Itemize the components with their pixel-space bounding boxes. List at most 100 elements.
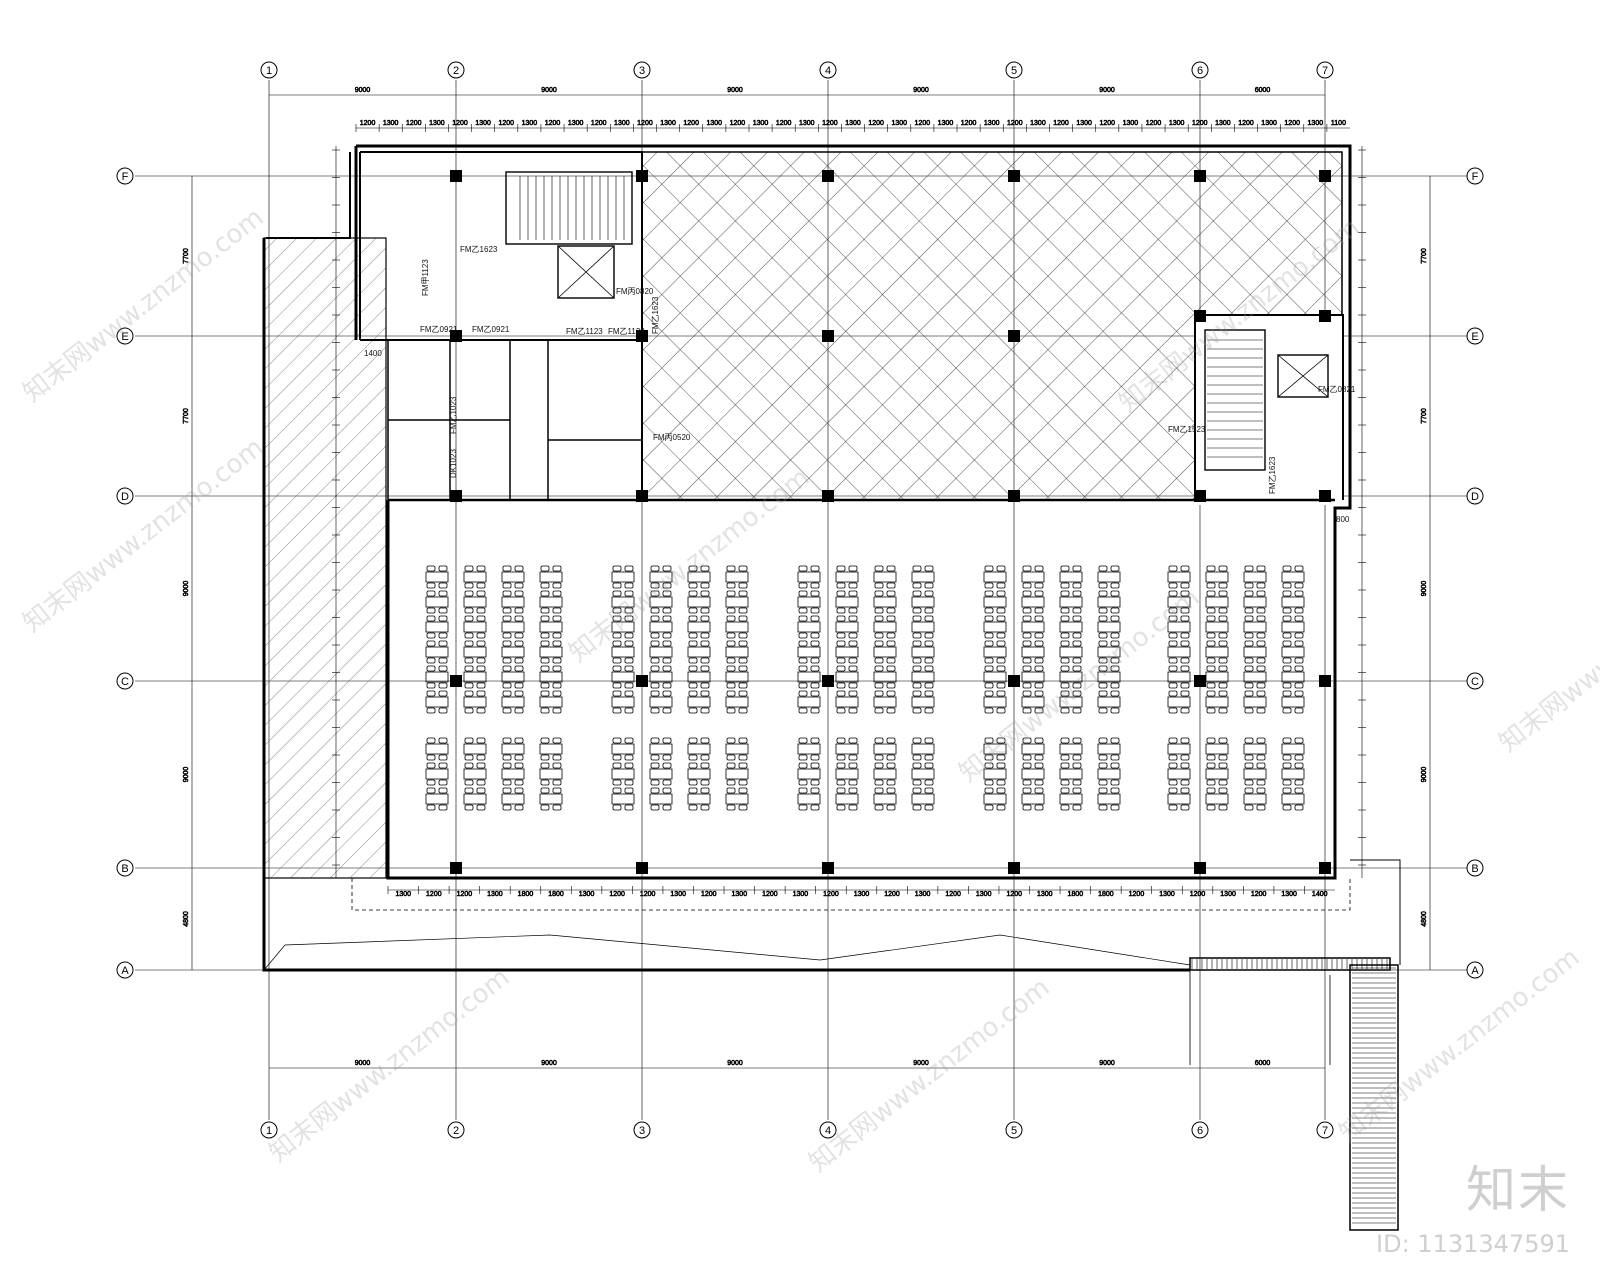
dimension-text: 9000 xyxy=(183,581,190,597)
dining-table-set xyxy=(649,615,673,639)
structural-column xyxy=(1194,170,1206,182)
dining-table-set xyxy=(1281,665,1305,689)
dining-table-set xyxy=(983,665,1007,689)
svg-text:2: 2 xyxy=(453,65,459,77)
dimension-text: 1200 xyxy=(822,120,838,127)
dining-table-set xyxy=(873,565,897,589)
dimension-text: 1300 xyxy=(984,120,1000,127)
dimension-text: 1200 xyxy=(452,120,468,127)
dimension-text: 1300 xyxy=(854,891,870,898)
grid-bubble: 2 xyxy=(447,1121,465,1139)
door-label: FM乙1623 xyxy=(1268,456,1277,494)
dining-table-set xyxy=(1167,615,1191,639)
dining-table-set xyxy=(1021,640,1045,664)
dining-table-set xyxy=(1281,590,1305,614)
dining-table-set xyxy=(611,762,635,786)
structural-column xyxy=(1194,310,1206,322)
dimension-text: 1300 xyxy=(487,891,503,898)
dining-table-set xyxy=(1205,787,1229,811)
dimension-text: 1300 xyxy=(1281,891,1297,898)
grid-bubble: 7 xyxy=(1316,1121,1334,1139)
dining-table-set xyxy=(983,737,1007,761)
dining-table-set xyxy=(1097,737,1121,761)
dining-table-set xyxy=(687,565,711,589)
dining-table-set xyxy=(725,590,749,614)
dimension-text: 9000 xyxy=(541,1060,557,1067)
dimension-text: 1300 xyxy=(1159,891,1175,898)
dining-table-set xyxy=(911,690,935,714)
dining-table-set xyxy=(835,565,859,589)
dining-table-set xyxy=(1281,737,1305,761)
dining-table-set xyxy=(1059,640,1083,664)
dining-table-set xyxy=(797,690,821,714)
kitchen-crosshatch-white-cut xyxy=(1195,315,1343,505)
dining-table-set xyxy=(835,787,859,811)
dining-table-set xyxy=(463,787,487,811)
dimension-text: 1300 xyxy=(1037,891,1053,898)
dining-table-set xyxy=(1097,590,1121,614)
dining-table-set xyxy=(501,590,525,614)
structural-column xyxy=(1319,170,1331,182)
dimension-text: 9000 xyxy=(913,87,929,94)
svg-text:F: F xyxy=(1472,171,1479,183)
dimension-text: 9000 xyxy=(355,1060,371,1067)
dining-table-set xyxy=(501,640,525,664)
dining-table-set xyxy=(983,762,1007,786)
dining-table-set xyxy=(1243,615,1267,639)
dining-table-set xyxy=(687,787,711,811)
dimension-text: 1300 xyxy=(395,891,411,898)
grid-bubble: 1 xyxy=(260,1121,278,1139)
dimension-text: 9000 xyxy=(1421,767,1428,783)
dining-table-set xyxy=(1059,565,1083,589)
dining-table-set xyxy=(687,665,711,689)
dimension-text: 1200 xyxy=(457,891,473,898)
structural-column xyxy=(450,862,462,874)
dining-table-set xyxy=(463,665,487,689)
dimension-text: 1800 xyxy=(1098,891,1114,898)
grid-bubble: 3 xyxy=(633,61,651,79)
dining-table-set xyxy=(649,690,673,714)
grid-bubble: 5 xyxy=(1005,61,1023,79)
dining-table-set xyxy=(1059,762,1083,786)
dining-table-set xyxy=(1097,640,1121,664)
dining-table-set xyxy=(1281,762,1305,786)
svg-text:E: E xyxy=(1471,331,1478,343)
dimension-text: 7700 xyxy=(1421,408,1428,424)
dining-table-set xyxy=(983,565,1007,589)
structural-column xyxy=(822,862,834,874)
dining-table-set xyxy=(425,640,449,664)
dining-table-set xyxy=(873,665,897,689)
dining-table-set xyxy=(911,615,935,639)
stair-treads xyxy=(519,176,1263,458)
dining-table-set xyxy=(463,615,487,639)
structural-column xyxy=(1319,310,1331,322)
dining-table-set xyxy=(1097,690,1121,714)
dimension-text: 1200 xyxy=(591,120,607,127)
dimension-text: 1200 xyxy=(1053,120,1069,127)
dining-table-set xyxy=(1059,690,1083,714)
svg-text:3: 3 xyxy=(639,65,645,77)
structural-column xyxy=(636,862,648,874)
dining-table-set xyxy=(1167,665,1191,689)
dining-table-set xyxy=(425,565,449,589)
svg-text:B: B xyxy=(1471,863,1478,875)
dining-table-set xyxy=(649,737,673,761)
structural-column xyxy=(1194,490,1206,502)
dimension-text: 1200 xyxy=(1190,891,1206,898)
dining-table-set xyxy=(911,737,935,761)
svg-text:B: B xyxy=(121,863,128,875)
dimension-text: 1300 xyxy=(732,891,748,898)
structural-column xyxy=(1319,490,1331,502)
dimension-text: 1200 xyxy=(1146,120,1162,127)
dining-table-set xyxy=(539,640,563,664)
dining-table-set xyxy=(1281,565,1305,589)
dining-table-set xyxy=(611,565,635,589)
dimension-text: 1200 xyxy=(640,891,656,898)
dimension-text: 1200 xyxy=(1192,120,1208,127)
door-label: FM乙0921 xyxy=(472,325,510,334)
door-label: FM乙1523 xyxy=(1168,425,1206,434)
structural-column xyxy=(1194,862,1206,874)
dining-table-set xyxy=(1281,640,1305,664)
dining-table-set xyxy=(873,615,897,639)
dining-table-set xyxy=(1059,665,1083,689)
